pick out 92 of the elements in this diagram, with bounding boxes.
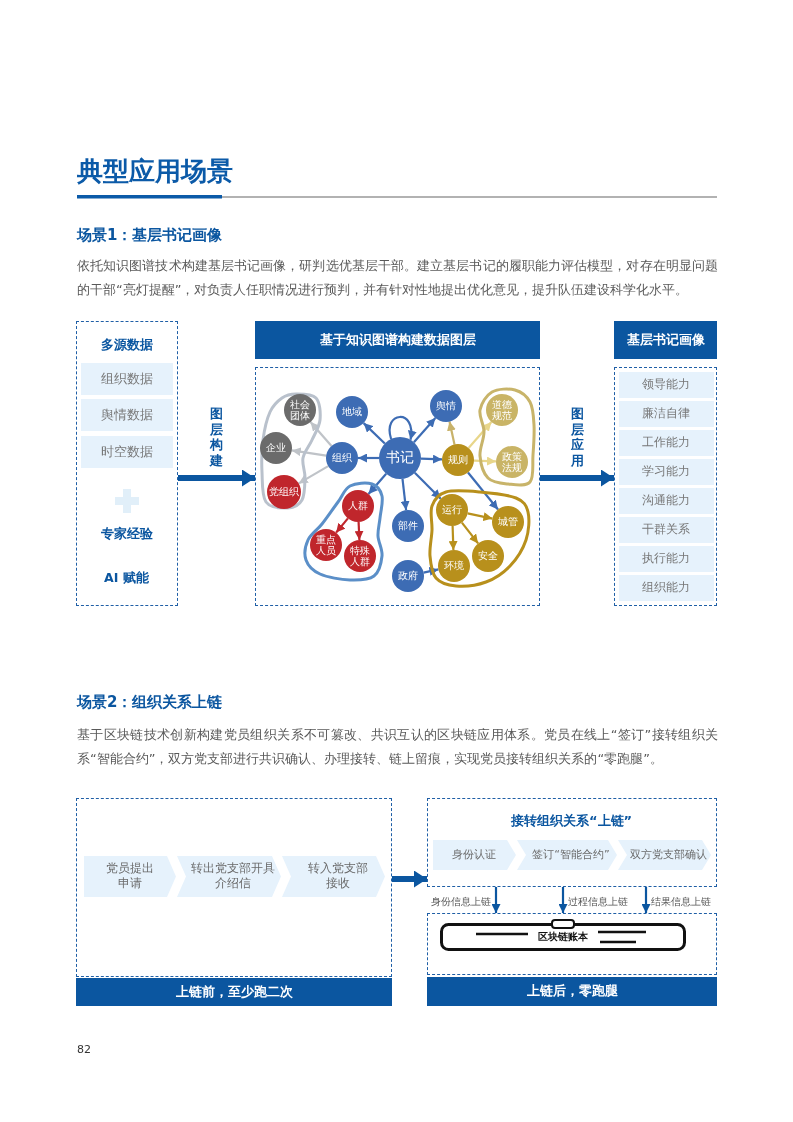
topic-circle: 人群: [341, 489, 374, 522]
panel-heading: 专家经验: [100, 524, 153, 543]
arrow: [413, 417, 437, 444]
process-step: 身份认证: [432, 839, 516, 870]
capability-item: 执行能力: [618, 545, 714, 572]
data-item: 组织数据: [80, 362, 173, 395]
arrow: [335, 517, 349, 534]
group-outline: [475, 385, 538, 488]
arrow: [298, 465, 329, 485]
arrow: [358, 453, 379, 463]
topic-circle: 舆情: [429, 389, 462, 422]
topic-circle: 政策法规: [495, 445, 528, 478]
capability-item: 干群关系: [618, 516, 714, 543]
topic-circle: 党组织: [266, 474, 301, 509]
arrow: [400, 478, 410, 511]
arrow: [467, 512, 493, 522]
topic-circle: 运行: [435, 493, 468, 526]
topic-circle: 特殊人群: [343, 539, 376, 572]
arrow: [414, 472, 442, 500]
topic-circle: 道德规范: [485, 393, 518, 426]
topic-circle: 政府: [391, 559, 424, 592]
process-panel: [76, 798, 392, 977]
loop-arrow: [388, 416, 416, 440]
topic-circle: 环境: [437, 549, 470, 582]
arrow: [423, 566, 439, 576]
topic-circle: 社会团体: [283, 393, 316, 426]
arrow: [291, 447, 327, 457]
body-paragraph: 基于区块链技术创新构建党员组织关系不可篡改、共识互认的区块链应用体系。党员在线上“签订”接转组织关系“智能合约”，双方党支部进行共识确认、办理接转、链上留痕，实现党员接转组织关系的“零跑腿”。: [77, 726, 718, 768]
graph-panel: [255, 367, 540, 606]
edge-label: 身份信息上链: [431, 896, 491, 908]
panel-heading: AI 赋能: [104, 568, 149, 587]
arrow: [448, 525, 458, 551]
edge-label: 结果信息上链: [651, 896, 711, 908]
arrow: [467, 471, 499, 511]
capability-item: 沟通能力: [618, 487, 714, 514]
process-step: 双方党支部确认: [617, 839, 711, 870]
arrow: [362, 422, 386, 445]
page-number: 82: [77, 1042, 91, 1057]
arrow: [473, 456, 497, 466]
capability-item: 廉洁自律: [618, 400, 714, 427]
topic-circle: 重点人员: [309, 528, 342, 561]
data-item: 舆情数据: [80, 398, 173, 431]
arrow: [447, 421, 456, 445]
topic-circle: 组织: [325, 441, 358, 474]
source-panel: [76, 321, 178, 606]
ledger-panel: [427, 913, 717, 975]
arrow: [354, 521, 364, 541]
arrow: [461, 521, 479, 545]
header-bar: 基层书记画像: [614, 321, 717, 359]
section-heading: 场景2：组织关系上链: [77, 692, 223, 712]
topic-circle: 城管: [491, 505, 524, 538]
group-outline: [301, 479, 386, 584]
edge-label: 过程信息上链: [568, 896, 628, 908]
topic-circle: 规则: [441, 443, 474, 476]
topic-circle: 安全: [471, 539, 504, 572]
group-outline: [425, 487, 532, 590]
topic-circle: 书记: [378, 436, 421, 479]
block-arrow: [392, 870, 427, 888]
topic-circle: 企业: [259, 431, 292, 464]
topic-circle: 地域: [335, 395, 368, 428]
group-outline: [257, 389, 324, 512]
result-panel: [614, 367, 717, 606]
capability-item: 领导能力: [618, 371, 714, 398]
arrow: [309, 421, 333, 447]
data-item: 时空数据: [80, 435, 173, 468]
capability-item: 工作能力: [618, 429, 714, 456]
edge-label: 图层应用: [569, 406, 585, 469]
section-heading: 场景1：基层书记画像: [77, 225, 223, 245]
block-arrow: [178, 469, 255, 487]
process-panel: [427, 798, 717, 887]
edge-label: 图层构建: [208, 406, 224, 469]
process-step: 签订“智能合约”: [516, 839, 617, 870]
capability-item: 学习能力: [618, 458, 714, 485]
process-step: 党员提出申请: [83, 855, 176, 897]
capability-item: 组织能力: [618, 574, 714, 601]
block-arrow: [540, 469, 614, 487]
panel-heading: 多源数据: [100, 335, 153, 354]
topic-circle: 部件: [391, 509, 424, 542]
header-bar: 基于知识图谱构建数据图层: [255, 321, 540, 359]
summary-bar: 上链后，零跑腿: [427, 977, 717, 1006]
summary-bar: 上链前，至少跑二次: [76, 978, 392, 1006]
arrow: [641, 887, 651, 913]
page-title: 典型应用场景: [77, 155, 233, 187]
body-paragraph: 依托知识图谱技术构建基层书记画像，研判选优基层干部。建立基层书记的履职能力评估模型，对存在明显问题的干部“亮灯提醒”，对负责人任职情况进行预判，并有针对性地提出优化意见，提升队伍建设科学化水平。: [77, 257, 718, 299]
arrow: [491, 887, 501, 913]
arrow: [558, 887, 568, 913]
arrow: [467, 421, 493, 449]
panel-heading: 接转组织关系“上链”: [511, 811, 633, 830]
arrow: [367, 473, 388, 495]
process-step: 转出党支部开具介绍信: [176, 855, 281, 897]
arrow: [420, 454, 443, 464]
process-step: 转入党支部接收: [281, 855, 385, 897]
